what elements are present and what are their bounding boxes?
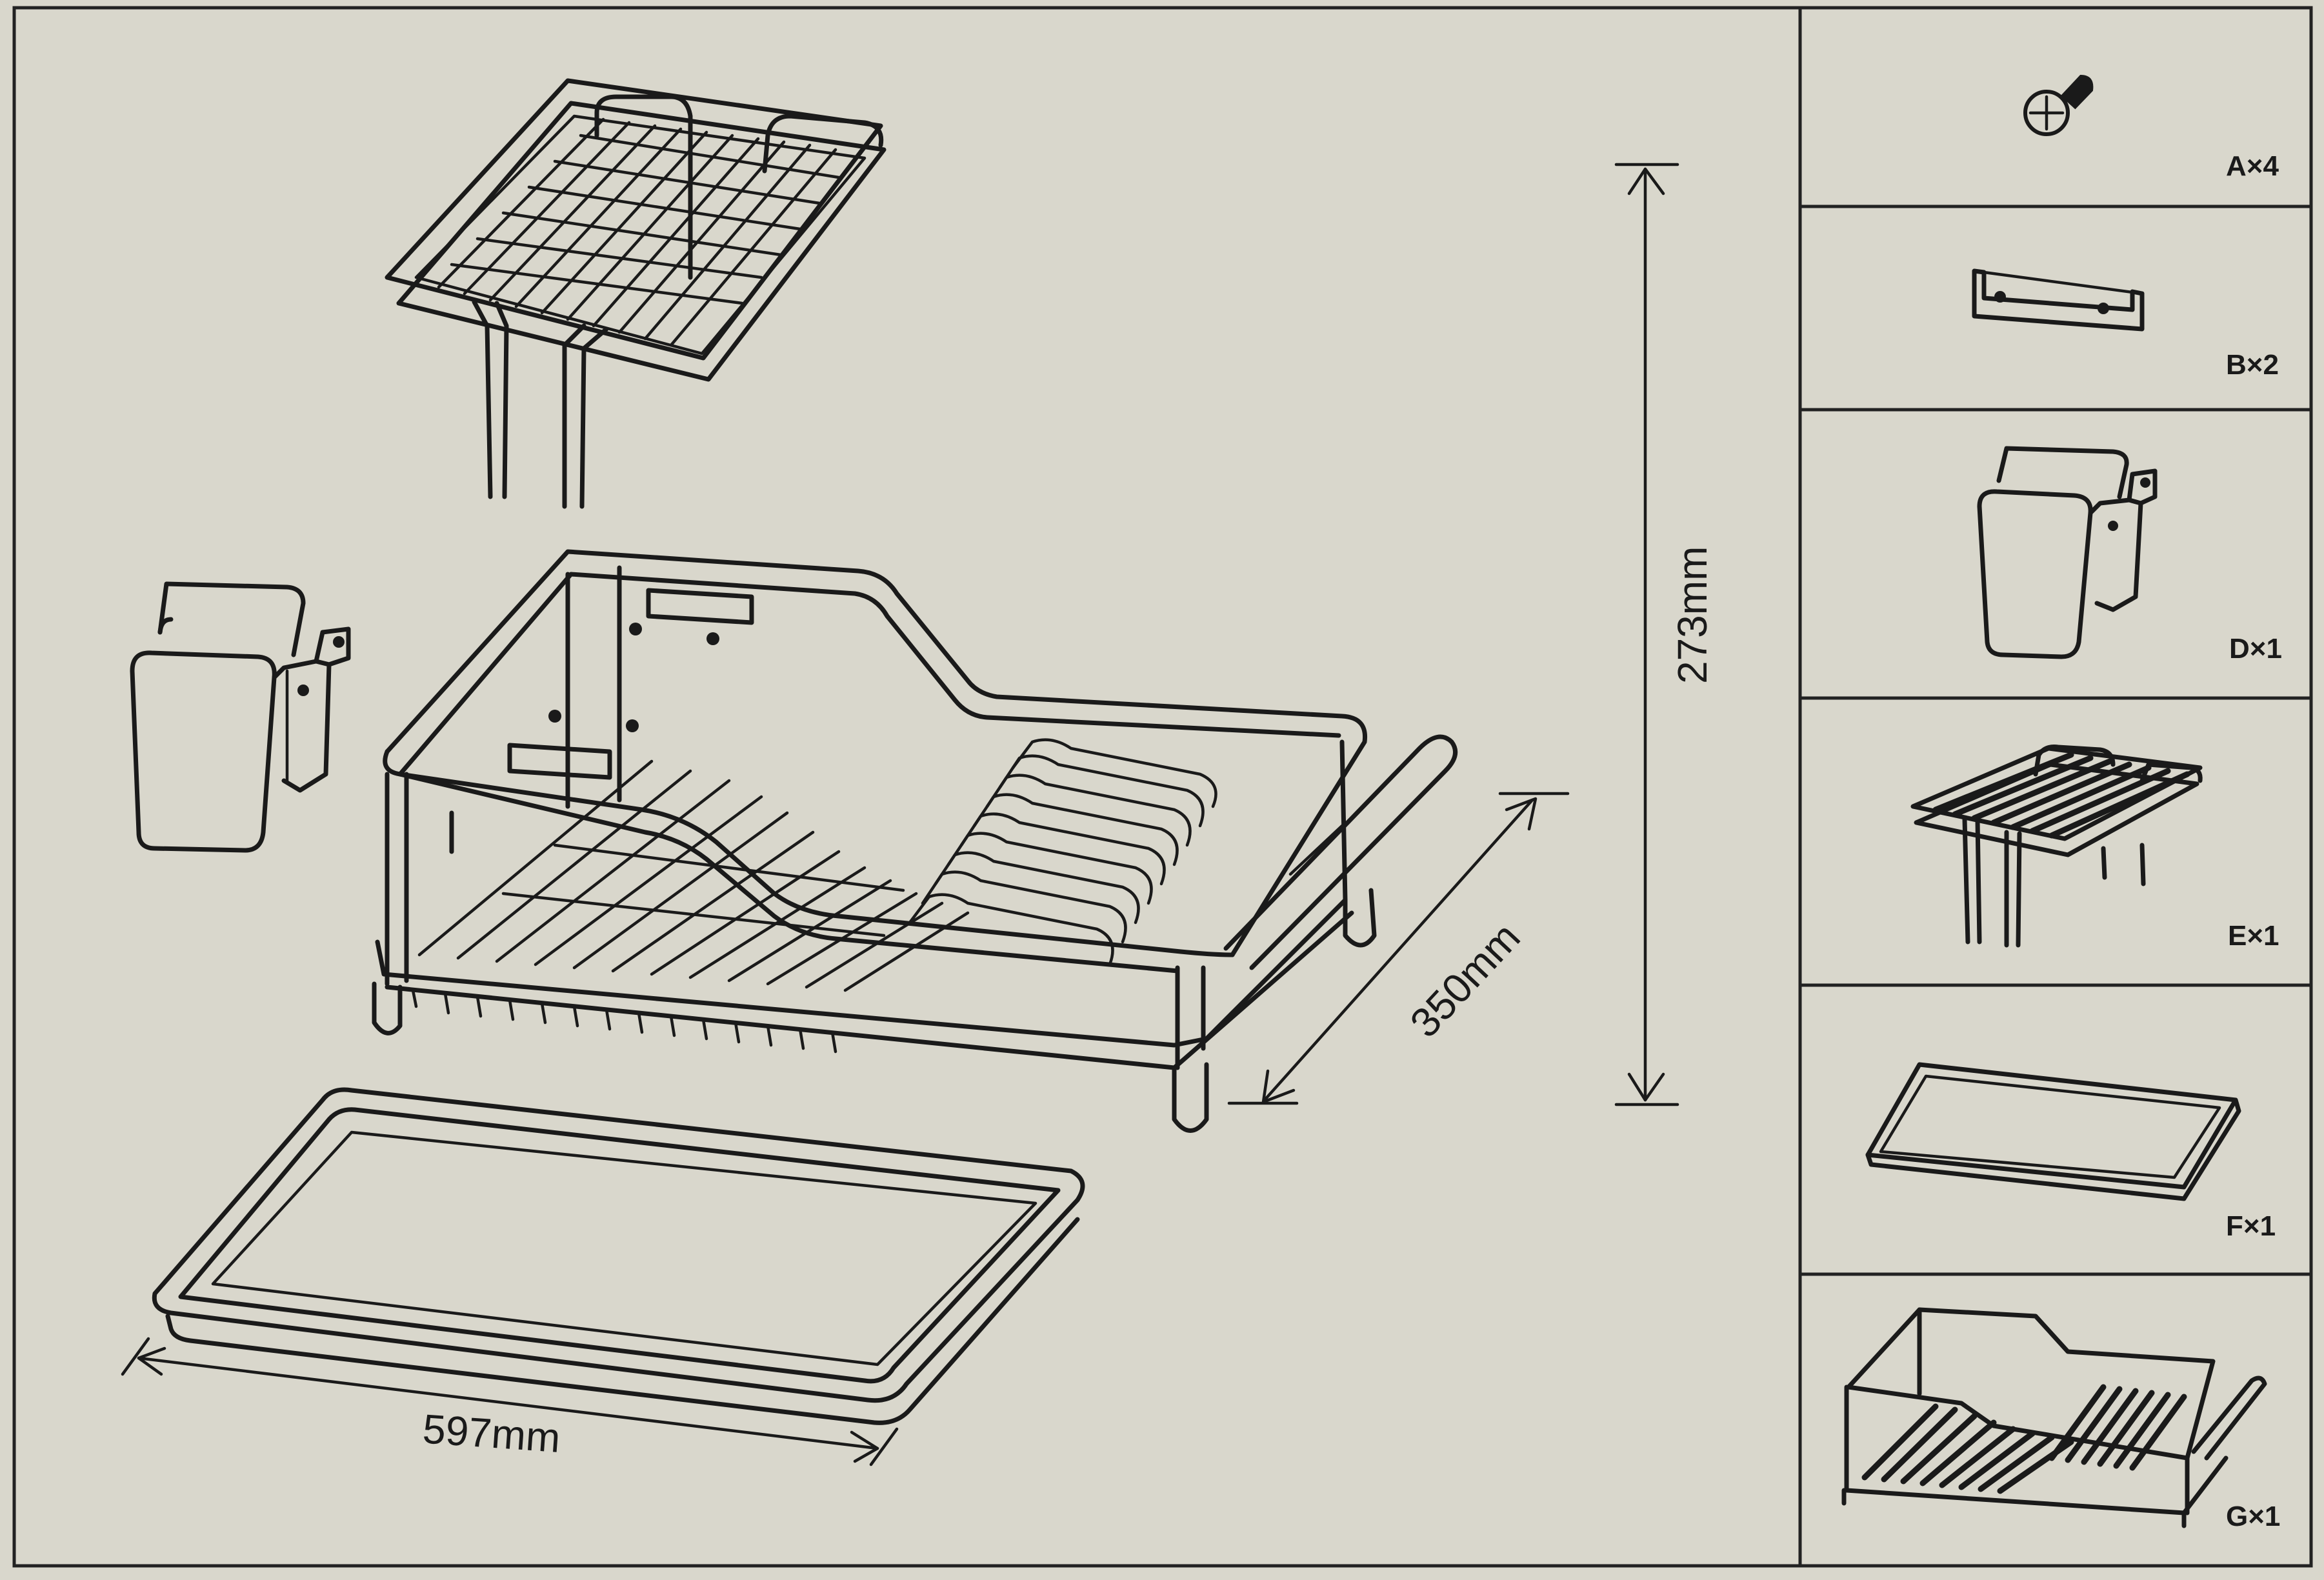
- mounting-bracket-icon: [1972, 268, 2145, 332]
- drip-tray-drawing: [152, 1087, 1085, 1425]
- width-label: 597mm: [421, 1405, 562, 1461]
- utensil-holder-drawing: [130, 581, 351, 853]
- depth-label: 350mm: [1401, 914, 1528, 1046]
- depth-dimension: 350mm: [1227, 792, 1570, 1105]
- main-rack-icon: [1841, 1307, 2267, 1528]
- utensil-holder-icon: [1977, 446, 2158, 659]
- part-d-label: D×1: [2229, 633, 2282, 665]
- width-dimension: 597mm: [121, 1337, 899, 1466]
- drip-tray-icon: [1865, 1062, 2241, 1201]
- part-f-label: F×1: [2226, 1210, 2276, 1242]
- part-a-label: A×4: [2226, 150, 2279, 182]
- upper-shelf-drawing: [385, 78, 887, 509]
- part-b-label: B×2: [2226, 349, 2279, 381]
- part-g-label: G×1: [2226, 1501, 2280, 1532]
- screw-icon: [2023, 74, 2094, 136]
- height-label: 273mm: [1669, 546, 1716, 684]
- part-e-label: E×1: [2228, 920, 2279, 952]
- main-rack-drawing: [372, 549, 1458, 1133]
- outer-frame: [12, 6, 2313, 1568]
- height-dimension: 273mm: [1614, 163, 1716, 1106]
- upper-shelf-icon: [1910, 745, 2203, 948]
